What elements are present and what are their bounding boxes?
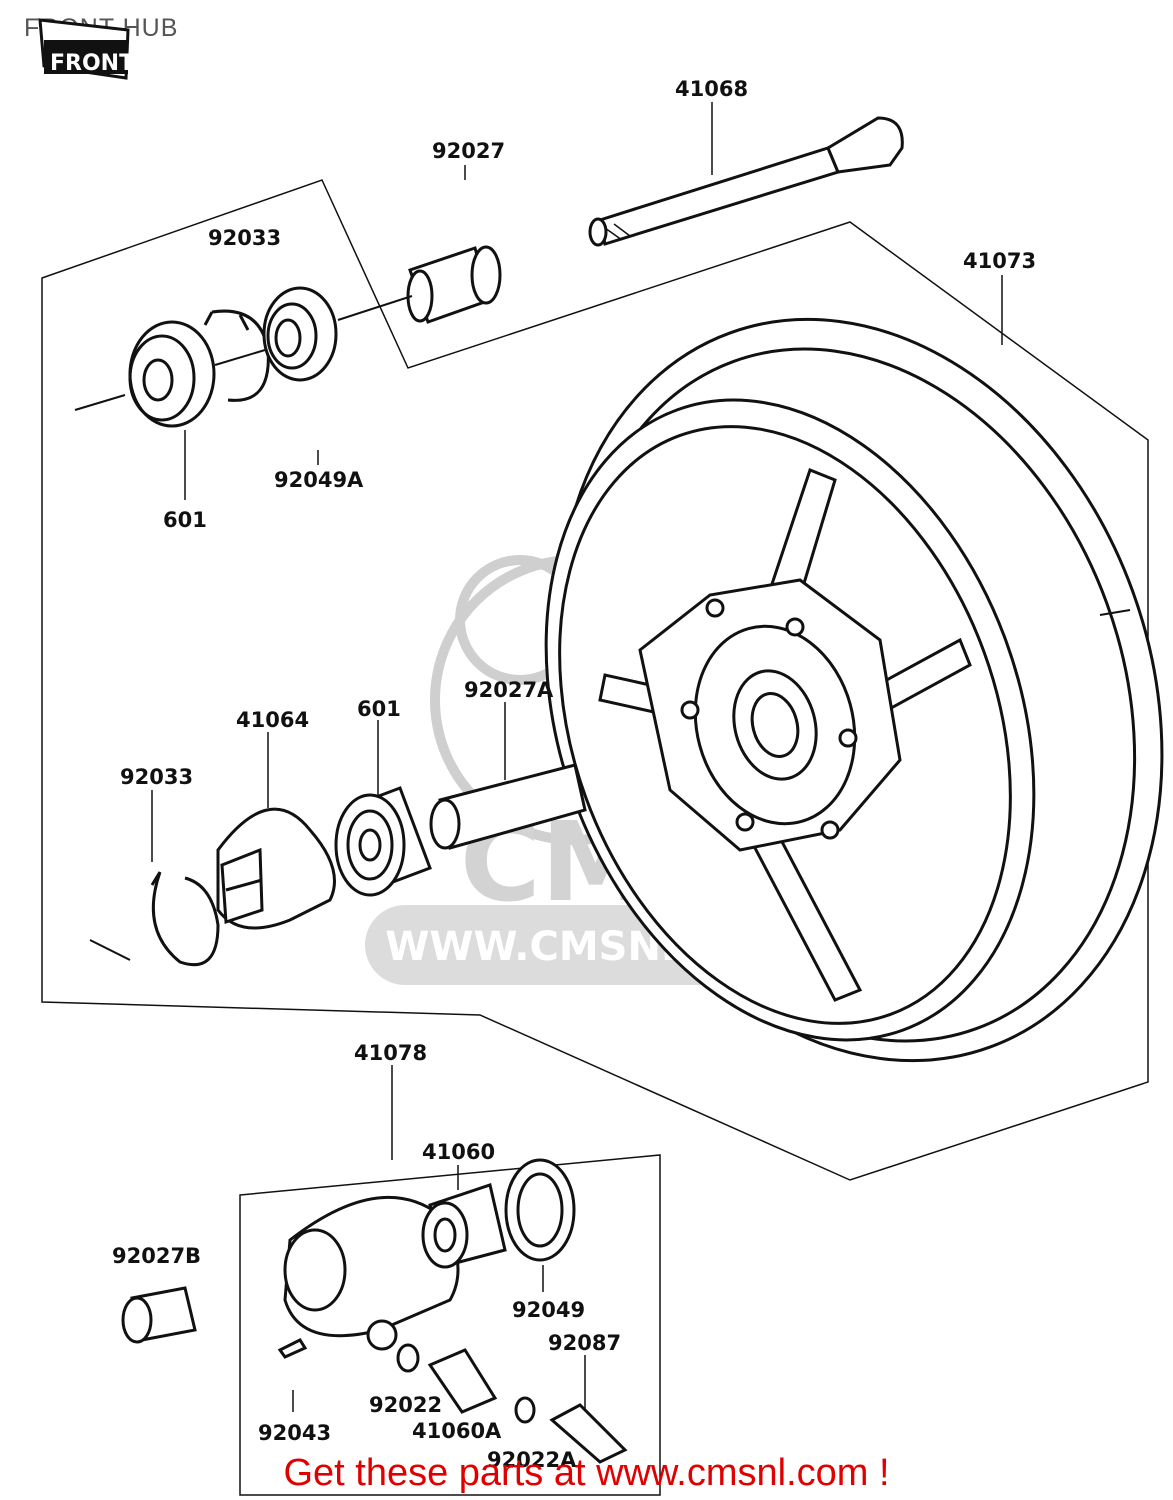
collar-92027B: [121, 1286, 197, 1344]
circlip-92033-mid: [150, 871, 220, 967]
axis-line: [1099, 609, 1131, 616]
pin-92043: [277, 1338, 308, 1359]
label-92033-top: 92033: [208, 226, 281, 250]
axis-line: [214, 349, 266, 366]
washer-92022A: [514, 1396, 536, 1424]
label-92043: 92043: [258, 1421, 331, 1445]
label-41068: 41068: [675, 77, 748, 101]
label-92049A: 92049A: [274, 468, 364, 492]
label-92022: 92022: [369, 1393, 442, 1417]
front-mark-label: FRONT: [50, 51, 134, 76]
axis-line: [74, 394, 126, 411]
collar-92027: [406, 245, 502, 324]
footer-link[interactable]: Get these parts at www.cmsnl.com !: [283, 1452, 890, 1494]
circlip-92033-top: [203, 309, 270, 402]
label-601-mid: 601: [357, 697, 401, 721]
label-92027A: 92027A: [464, 678, 554, 702]
label-601-top: 601: [163, 508, 207, 532]
label-92022A: 92022A: [487, 1448, 577, 1472]
washer-92022: [396, 1343, 420, 1373]
label-92027: 92027: [432, 139, 505, 163]
axle-41068: [588, 116, 904, 247]
label-41064: 41064: [236, 708, 309, 732]
label-41078: 41078: [354, 1041, 427, 1065]
axis-line: [89, 939, 131, 961]
front-arrow-icon: FRONT: [38, 18, 134, 80]
bearing-601-top: [128, 320, 216, 428]
axis-line: [337, 295, 413, 321]
label-92087: 92087: [548, 1331, 621, 1355]
wheel-41073: [544, 317, 1164, 1063]
drive-41064: [216, 807, 336, 930]
seal-92049A: [262, 286, 338, 382]
seal-92049: [504, 1158, 576, 1262]
bushing-92087: [549, 1403, 628, 1464]
label-41073: 41073: [963, 249, 1036, 273]
pinion-41060A: [427, 1348, 498, 1414]
label-41060A: 41060A: [412, 1419, 502, 1443]
bearing-601-mid: [334, 786, 432, 897]
label-92049: 92049: [512, 1298, 585, 1322]
label-92033-mid: 92033: [120, 765, 193, 789]
spacer-92027A: [429, 763, 587, 850]
label-92027B: 92027B: [112, 1244, 201, 1268]
gear-41060: [421, 1183, 507, 1269]
label-41060: 41060: [422, 1140, 495, 1164]
